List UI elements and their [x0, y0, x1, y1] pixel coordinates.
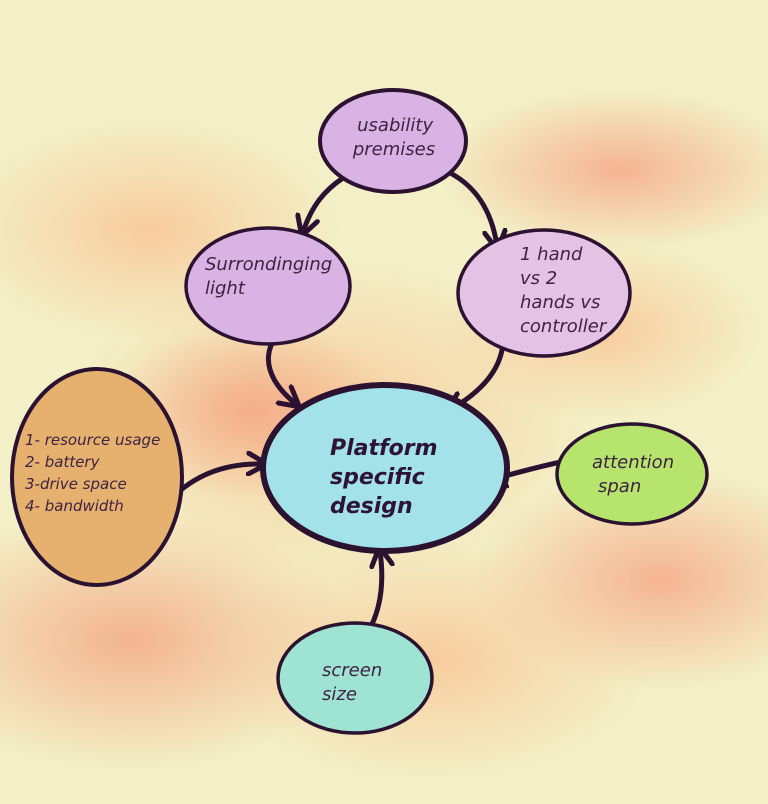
node-shape	[276, 621, 434, 735]
node-label: attention span	[592, 452, 680, 497]
node-platform-specific-design: Platform specific design	[260, 382, 510, 554]
node-surrounding-light: Surrondinging light	[184, 226, 352, 346]
arrow-usability-to-hands	[441, 167, 497, 246]
node-label: 1 hand vs 2 hands vs controller	[520, 244, 608, 337]
node-label: Surrondinging light	[205, 254, 338, 299]
node-resources: 1- resource usage 2- battery 3-drive spa…	[10, 367, 184, 587]
node-shape	[555, 422, 709, 526]
background-blob	[210, 540, 650, 780]
node-label: 1- resource usage 2- battery 3-drive spa…	[25, 431, 165, 515]
node-shape	[260, 382, 510, 554]
node-attention-span: attention span	[555, 422, 709, 526]
node-shape	[318, 88, 468, 194]
node-shape	[184, 226, 352, 346]
node-shape	[10, 367, 184, 587]
arrow-usability-to-light	[303, 175, 346, 232]
node-hands-vs-controller: 1 hand vs 2 hands vs controller	[456, 228, 632, 358]
node-shape	[456, 228, 632, 358]
background-blob	[440, 90, 768, 250]
node-label: screen size	[322, 660, 388, 705]
node-label: usability premises	[352, 115, 439, 160]
node-usability-premises: usability premises	[318, 88, 468, 194]
node-screen-size: screen size	[276, 621, 434, 735]
node-label: Platform specific design	[330, 436, 445, 519]
